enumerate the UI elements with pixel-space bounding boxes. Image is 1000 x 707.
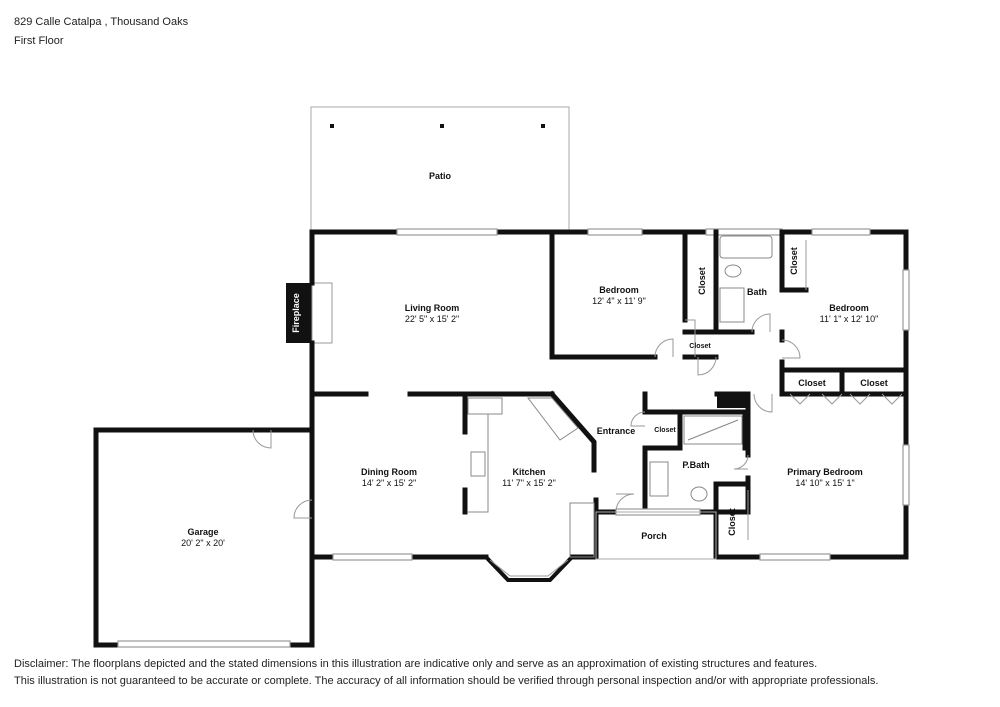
room-name-bedroom-2: Bedroom [829,303,869,313]
patio-post [330,124,334,128]
toilet [724,264,742,278]
counter [468,413,489,513]
property-address: 829 Calle Catalpa , Thousand Oaks [14,16,189,28]
counter [569,502,595,558]
room-name-closet-primary-1: Closet [798,378,826,388]
window [759,553,831,561]
window [902,444,910,506]
room-dims-kitchen: 11' 7" x 15' 2" [502,478,556,488]
counter [467,397,503,415]
kitchen-sink [470,451,486,477]
room-name-closet-bath: Closet [789,247,799,275]
window [811,228,871,236]
door [615,493,635,513]
exterior-walls [309,229,909,560]
room-name-dining-room: Dining Room [361,467,417,477]
garage-walls [93,427,315,648]
counter [526,397,579,441]
room-name-bath: Bath [747,287,767,297]
room-name-closet-small: Closet [689,343,711,350]
door [654,338,674,358]
room-name-closet-entry: Closet [654,427,676,434]
room-name-closet-bedroom-1: Closet [697,267,707,295]
room-dims-living-room: 22' 5" x 15' 2" [405,314,459,324]
window [332,553,413,561]
room-name-pbath: P.Bath [682,460,709,470]
window [902,269,910,331]
room-dims-dining-room: 14' 2" x 15' 2" [362,478,416,488]
room-name-bedroom-1: Bedroom [599,285,639,295]
door [630,411,646,427]
patio-post [541,124,545,128]
bay-window [484,555,574,582]
room-dims-garage: 20' 2" x 20' [181,538,225,548]
garage-door [117,640,291,648]
room-name-porch: Porch [641,531,667,541]
room-dims-primary-bedroom: 14' 10" x 15' 1" [795,478,854,488]
closet-doors [789,393,903,405]
shower [683,415,743,445]
room-name-entrance: Entrance [597,426,636,436]
door [697,356,717,376]
toilet [690,486,708,502]
door [751,313,771,333]
door [753,393,773,413]
fireplace-block [286,283,312,343]
door [252,429,272,449]
room-name-closet-primary-2: Closet [860,378,888,388]
room-dims-bedroom-2: 11' 1" x 12' 10" [820,314,879,324]
door [685,319,696,357]
porch-area [595,511,717,560]
room-name-primary-bedroom: Primary Bedroom [787,467,863,477]
floor-label: First Floor [14,35,64,47]
window [587,228,643,236]
room-name-kitchen: Kitchen [512,467,545,477]
vanity [719,287,745,323]
disclaimer-line-1: Disclaimer: The floorplans depicted and … [14,658,818,670]
room-name-closet-primary: Closet [727,508,737,536]
patio-slider [396,228,498,236]
patio-post [440,124,444,128]
disclaimer-line-2: This illustration is not guaranteed to b… [14,675,879,687]
door [781,339,801,359]
door [293,499,313,519]
bathtub [719,235,773,259]
room-name-patio: Patio [429,171,452,181]
room-name-garage: Garage [187,527,218,537]
door [733,454,749,470]
room-dims-bedroom-1: 12' 4" x 11' 9" [592,296,646,306]
chimney-block [717,392,748,408]
hearth [311,282,333,344]
fireplace-label: Fireplace [291,293,301,333]
vanity [649,461,669,497]
room-name-living-room: Living Room [405,303,460,313]
